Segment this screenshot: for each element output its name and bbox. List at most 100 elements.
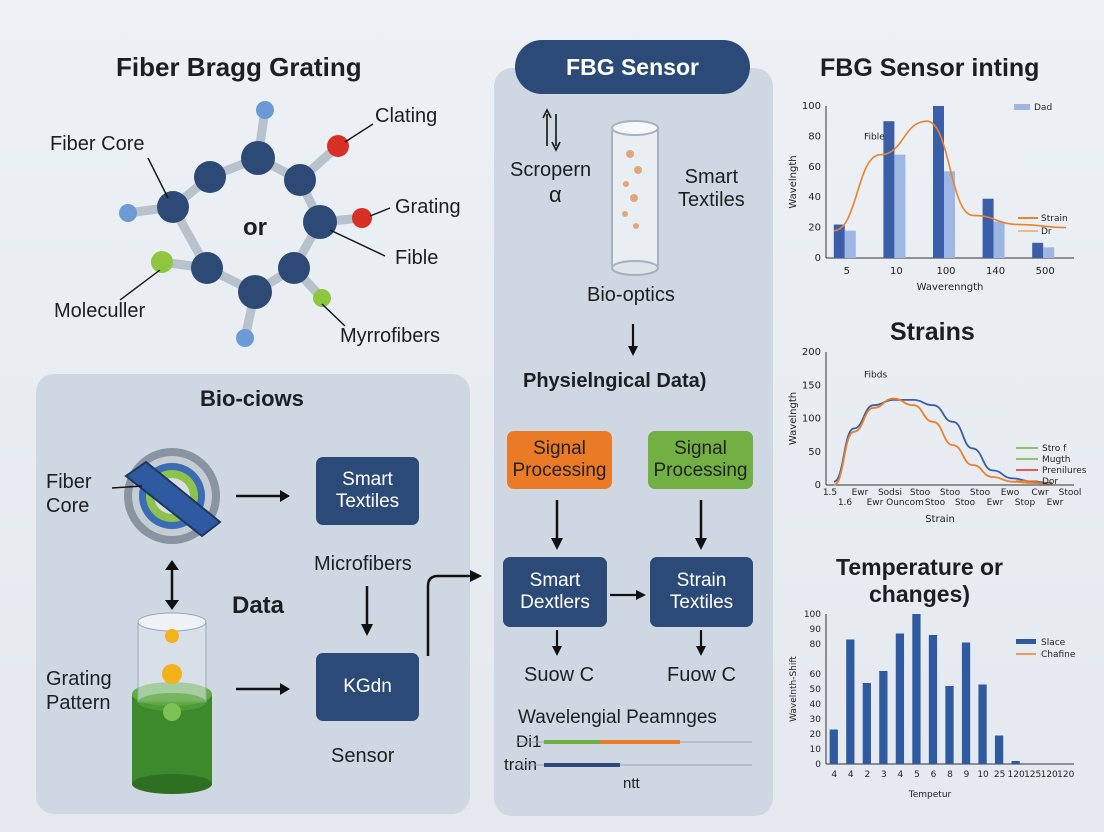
wavelength-bars bbox=[516, 740, 752, 767]
annotation: Fibds bbox=[864, 370, 887, 380]
bar bbox=[895, 633, 905, 764]
x-tick-label: 4 bbox=[848, 770, 854, 780]
bar bbox=[846, 639, 855, 764]
y-tick-label: 10 bbox=[810, 745, 822, 755]
bar bbox=[961, 642, 971, 764]
bar bbox=[982, 198, 994, 258]
x-tick-label: 5 bbox=[844, 266, 850, 277]
y-tick-label: 100 bbox=[802, 101, 821, 112]
y-tick-label: 50 bbox=[808, 447, 821, 458]
y-tick-label: 60 bbox=[810, 670, 822, 680]
arrow-grating-to-kgdn bbox=[236, 683, 290, 695]
bar bbox=[978, 684, 987, 764]
bar bbox=[993, 221, 1005, 258]
box-signal-processing-2: Signal Processing bbox=[648, 431, 753, 489]
x-axis-label: Tempetur bbox=[908, 790, 952, 800]
series-line bbox=[833, 398, 1053, 484]
x-tick-label: Stoo bbox=[910, 488, 931, 498]
y-tick-label: 40 bbox=[808, 192, 821, 203]
bar bbox=[894, 154, 906, 258]
label-clating: Clating bbox=[375, 105, 438, 127]
x-tick-label: 6 bbox=[931, 770, 937, 780]
x-tick-label: Ewo bbox=[1001, 488, 1020, 498]
fuow-c-label: Fuow C bbox=[667, 664, 736, 686]
arrow-dextlers-down bbox=[552, 630, 562, 656]
x-tick-label: Stoo bbox=[925, 498, 946, 508]
x-tick-label: Stool bbox=[1059, 488, 1082, 498]
x-tick-label: 4 bbox=[898, 770, 904, 780]
bio-fiber-core: Fiber Core bbox=[46, 471, 92, 517]
legend-label: Mugth bbox=[1042, 455, 1070, 465]
y-tick-label: 200 bbox=[802, 347, 821, 358]
y-axis-label: Wavelngth bbox=[788, 392, 799, 445]
x-tick-label: Sodsi bbox=[878, 488, 902, 498]
y-tick-label: 50 bbox=[810, 685, 822, 695]
label-fiber-core: Fiber Core bbox=[50, 133, 145, 155]
annotation: Fible bbox=[864, 132, 885, 142]
x-tick-label: 120 bbox=[1008, 770, 1025, 780]
test-tube-icon bbox=[611, 120, 659, 276]
arrow-sp1-down bbox=[551, 500, 563, 550]
y-tick-label: 30 bbox=[810, 715, 822, 725]
x-tick-label: 120 bbox=[1041, 770, 1058, 780]
x-axis-label: Strain bbox=[925, 514, 955, 525]
bar bbox=[945, 686, 954, 764]
x-tick-label: Ewr bbox=[987, 498, 1004, 508]
bar bbox=[879, 671, 888, 764]
legend-label: Prenilures bbox=[1042, 466, 1087, 476]
bar bbox=[844, 230, 856, 258]
double-arrow-vertical bbox=[165, 560, 179, 610]
bar bbox=[883, 121, 895, 258]
bar bbox=[833, 224, 845, 258]
bar bbox=[933, 106, 944, 258]
bar bbox=[912, 614, 921, 764]
y-tick-label: 60 bbox=[808, 162, 821, 173]
x-tick-label: Stoo bbox=[940, 488, 961, 498]
y-tick-label: 0 bbox=[815, 253, 821, 264]
y-tick-label: 80 bbox=[810, 640, 822, 650]
arrow-microfibers-down bbox=[361, 586, 373, 636]
x-tick-label: 100 bbox=[936, 266, 955, 277]
y-axis-label: Wavelngth bbox=[788, 155, 799, 208]
x-tick-label: 140 bbox=[986, 266, 1005, 277]
box-smart-textiles-left: Smart Textiles bbox=[316, 457, 419, 525]
bar bbox=[1043, 247, 1055, 258]
series-line-strain bbox=[833, 120, 1067, 232]
scropern-label: Scropern bbox=[510, 159, 592, 181]
physio-data-label: Physielngical Data) bbox=[523, 370, 707, 392]
x-tick-label: Ouncom bbox=[886, 498, 924, 508]
molecule-title: Fiber Bragg Grating bbox=[116, 52, 362, 82]
label-or: or bbox=[243, 214, 267, 241]
x-tick-label: 500 bbox=[1036, 266, 1055, 277]
y-tick-label: 80 bbox=[808, 131, 821, 142]
bio-grating-pattern: Grating Pattern bbox=[46, 668, 112, 714]
x-tick-label: 5 bbox=[914, 770, 920, 780]
label-fible: Fible bbox=[395, 247, 439, 269]
legend-label: Dr bbox=[1041, 227, 1052, 237]
y-tick-label: 20 bbox=[808, 223, 821, 234]
box-strain-textiles: Strain Textiles bbox=[650, 557, 753, 627]
x-tick-label: 4 bbox=[831, 770, 837, 780]
chart3-title: Temperature or changes) bbox=[836, 554, 1004, 607]
legend-label: Dor bbox=[1042, 477, 1058, 487]
box-signal-processing-1: Signal Processing bbox=[507, 431, 612, 489]
chart-strains: 0501001502001.51.6EwrEwrSodsiOuncomStooS… bbox=[788, 347, 1087, 525]
fbg-sensor-header: FBG Sensor bbox=[515, 40, 750, 94]
x-tick-label: 125 bbox=[1024, 770, 1041, 780]
y-tick-label: 100 bbox=[804, 610, 821, 620]
x-tick-label: 120 bbox=[1057, 770, 1074, 780]
bio-panel bbox=[36, 374, 470, 814]
x-tick-label: Cwr bbox=[1031, 488, 1049, 498]
arrow-strain-down bbox=[696, 630, 706, 656]
y-tick-label: 90 bbox=[810, 625, 822, 635]
x-tick-label: 8 bbox=[947, 770, 953, 780]
molecule-diagram bbox=[119, 101, 391, 347]
x-tick-label: Stoo bbox=[970, 488, 991, 498]
x-tick-label: Ewr bbox=[867, 498, 884, 508]
label-moleculler: Moleculler bbox=[54, 300, 146, 322]
x-tick-label: 1.6 bbox=[838, 498, 853, 508]
suow-c-label: Suow C bbox=[524, 664, 595, 686]
x-tick-label: Stoo bbox=[955, 498, 976, 508]
bio-sensor-label: Sensor bbox=[331, 745, 395, 767]
